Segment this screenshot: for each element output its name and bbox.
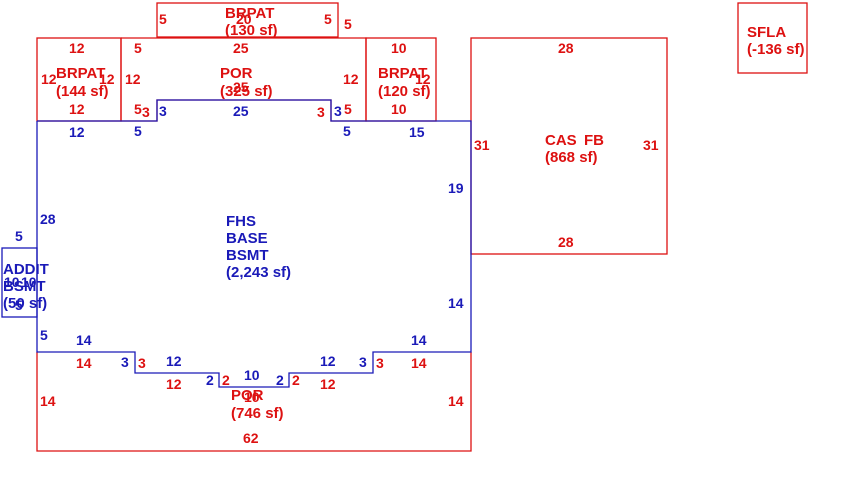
dim-label: 12 xyxy=(99,71,115,87)
addit-area: (50 sf) xyxy=(3,295,47,312)
dim-label: 12 xyxy=(415,71,431,87)
dim-label: 12 xyxy=(69,124,85,140)
dim-label: 12 xyxy=(320,376,336,392)
dim-label: 2 xyxy=(292,372,300,388)
fb-label: FB xyxy=(584,132,604,149)
dim-label: 62 xyxy=(243,430,259,446)
por-bottom-area: (746 sf) xyxy=(231,405,284,422)
dim-label: 5 xyxy=(343,123,351,139)
dim-label: 2 xyxy=(206,372,214,388)
dim-label: 5 xyxy=(134,40,142,56)
dim-label: 31 xyxy=(474,137,490,153)
dim-label: 14 xyxy=(448,295,464,311)
dim-label: 2 xyxy=(276,372,284,388)
dim-label: 3 xyxy=(317,104,325,120)
por-top-area: (325 sf) xyxy=(220,83,273,100)
dim-label: 28 xyxy=(558,40,574,56)
dim-label: 2 xyxy=(222,372,230,388)
sfla-outline xyxy=(737,2,808,74)
dim-label: 12 xyxy=(125,71,141,87)
brpat-top-outline xyxy=(156,2,339,38)
dim-label: 12 xyxy=(69,101,85,117)
dim-label: 3 xyxy=(138,355,146,371)
dim-label: 15 xyxy=(409,124,425,140)
dim-label: 10 xyxy=(244,389,260,405)
dim-label: 14 xyxy=(411,355,427,371)
dim-label: 5 xyxy=(324,11,332,27)
sfla-area: (-136 sf) xyxy=(747,41,805,58)
dim-label: 3 xyxy=(159,103,167,119)
dim-label: 5 xyxy=(344,16,352,32)
dim-label: 28 xyxy=(558,234,574,250)
dim-label: 20 xyxy=(236,11,252,27)
dim-label: 12 xyxy=(166,376,182,392)
dim-label: 25 xyxy=(233,103,249,119)
addit-code-bsmt: BSMT xyxy=(3,278,46,295)
dim-label: 10 xyxy=(391,40,407,56)
por-bottom-code: POR xyxy=(231,387,264,404)
dim-label: 31 xyxy=(643,137,659,153)
dim-label: 25 xyxy=(233,40,249,56)
dim-label: 3 xyxy=(376,355,384,371)
dim-label: 5 xyxy=(134,123,142,139)
dim-label: 5 xyxy=(40,327,48,343)
dim-label: 14 xyxy=(76,332,92,348)
dim-label: 5 xyxy=(15,297,23,313)
main-code-bsmt: BSMT xyxy=(226,247,269,264)
brpat-top-code: BRPAT xyxy=(225,5,274,22)
main-area-outline xyxy=(36,99,472,388)
dim-label: 12 xyxy=(69,40,85,56)
cas-fb-area: (868 sf) xyxy=(545,149,598,166)
dim-label: 10 xyxy=(4,274,20,290)
por-bottom-outline xyxy=(36,352,472,452)
dim-label: 14 xyxy=(76,355,92,371)
dim-label: 12 xyxy=(166,353,182,369)
brpat-top-area: (130 sf) xyxy=(225,22,278,39)
dim-label: 10 xyxy=(21,274,37,290)
addit-code: ADDIT xyxy=(3,261,49,278)
dim-label: 3 xyxy=(359,354,367,370)
dim-label: 3 xyxy=(142,104,150,120)
main-code-base: BASE xyxy=(226,230,268,247)
dim-label: 5 xyxy=(159,11,167,27)
brpat-left-area: (144 sf) xyxy=(56,83,109,100)
dim-label: 5 xyxy=(344,101,352,117)
dim-label: 5 xyxy=(134,101,142,117)
dim-label: 10 xyxy=(244,367,260,383)
dim-label: 3 xyxy=(334,103,342,119)
dim-label: 25 xyxy=(233,79,249,95)
sfla-code: SFLA xyxy=(747,24,786,41)
addit-outline xyxy=(1,247,38,318)
cas-label: CAS xyxy=(545,132,577,149)
brpat-right-area: (120 sf) xyxy=(378,83,431,100)
main-code-fhs: FHS xyxy=(226,213,256,230)
dim-label: 12 xyxy=(343,71,359,87)
dim-label: 10 xyxy=(391,101,407,117)
dim-label: 12 xyxy=(41,71,57,87)
dim-label: 12 xyxy=(320,353,336,369)
dim-label: 14 xyxy=(411,332,427,348)
por-top-code: POR xyxy=(220,65,253,82)
main-area: (2,243 sf) xyxy=(226,264,291,281)
dim-label: 19 xyxy=(448,180,464,196)
dim-label: 14 xyxy=(40,393,56,409)
dim-label: 5 xyxy=(15,228,23,244)
dim-label: 14 xyxy=(448,393,464,409)
brpat-right-code: BRPAT xyxy=(378,65,427,82)
dim-label: 28 xyxy=(40,211,56,227)
brpat-left-code: BRPAT xyxy=(56,65,105,82)
dim-label: 3 xyxy=(121,354,129,370)
